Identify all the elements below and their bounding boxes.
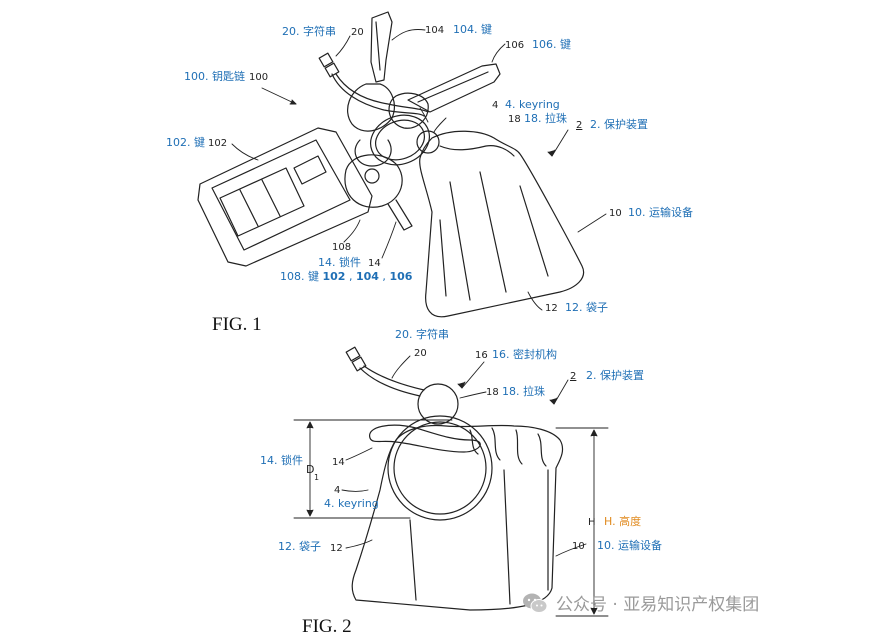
- ref-106: 106: [505, 40, 525, 51]
- ref-4-fig2: 4: [334, 485, 341, 496]
- lock-14-fig2: [369, 424, 481, 453]
- label-carrier-10-fig2: 10. 运输设备: [597, 539, 662, 552]
- ref-10: 10: [609, 208, 622, 219]
- ref-18-fig2: 18: [486, 387, 499, 398]
- ref-2-fig2: 2: [570, 371, 577, 382]
- label-seal-16-fig2: 16. 密封机构: [492, 348, 557, 361]
- ref-104: 104: [425, 25, 445, 36]
- dimension-d-label: D: [306, 463, 315, 476]
- label-carrier-10: 10. 运输设备: [628, 206, 693, 219]
- label-height-h: H. 高度: [604, 515, 642, 528]
- ref-14: 14: [368, 258, 381, 269]
- fig2-title: FIG. 2: [302, 616, 352, 637]
- label-key-108-c: 106: [389, 270, 413, 283]
- ref-102: 102: [208, 138, 228, 149]
- dimension-h-label: H: [588, 517, 596, 528]
- ref-12-fig2: 12: [330, 543, 343, 554]
- ref-100: 100: [249, 72, 269, 83]
- label-lock-14: 14. 锁件: [318, 256, 361, 269]
- ref-12: 12: [545, 303, 558, 314]
- pull-bead-18: [416, 130, 440, 154]
- string-20: [318, 52, 429, 117]
- watermark-text: 公众号 · 亚易知识产权集团: [556, 595, 760, 615]
- fig1-drawing: [197, 11, 607, 318]
- keyring-4-fig2: [387, 415, 493, 521]
- label-pull-bead-18: 18. 拉珠: [524, 112, 567, 125]
- label-keyring-4: 4. keyring: [505, 98, 560, 111]
- key-108: [344, 154, 413, 231]
- label-key-108: 108. 键 102 , 104 , 106: [280, 270, 412, 283]
- label-pull-bead-18-fig2: 18. 拉珠: [502, 385, 545, 398]
- bag-fig1: [419, 130, 585, 318]
- ref-10-fig2: 10: [572, 541, 585, 552]
- pull-bead-18-fig2: [417, 383, 459, 425]
- dimension-d1: [293, 419, 453, 519]
- ref-108: 108: [332, 242, 352, 253]
- wechat-icon: [523, 593, 548, 613]
- label-keychain-100: 100. 钥匙链: [184, 70, 245, 83]
- ref-2: 2: [576, 120, 583, 131]
- label-key-104: 104. 键: [453, 23, 492, 36]
- label-key-108-b: 104: [355, 270, 379, 283]
- label-key-108-prefix: 108. 键: [280, 270, 323, 283]
- dimension-d-subscript: 1: [314, 473, 320, 482]
- label-string-20-fig2: 20. 字符串: [395, 328, 449, 341]
- watermark: 公众号 · 亚易知识产权集团: [522, 590, 759, 615]
- label-key-106: 106. 键: [532, 38, 571, 51]
- label-bag-12: 12. 袋子: [565, 301, 608, 314]
- bag-fig2: [351, 424, 564, 611]
- fig1-leaders: [231, 29, 607, 311]
- label-string-20: 20. 字符串: [282, 25, 336, 38]
- label-key-108-sep1: ,: [345, 270, 356, 283]
- ref-20: 20: [351, 27, 364, 38]
- label-key-108-a: 102: [322, 270, 346, 283]
- fig1-title: FIG. 1: [212, 314, 262, 335]
- ref-16-fig2: 16: [475, 350, 488, 361]
- dimension-h: [555, 427, 609, 617]
- key-fob-102: [197, 127, 373, 267]
- label-protector-2-fig2: 2. 保护装置: [586, 369, 644, 382]
- ref-14-fig2: 14: [332, 457, 345, 468]
- fig2-drawing: [293, 346, 609, 617]
- label-keyring-4-fig2: 4. keyring: [324, 497, 379, 510]
- ref-4: 4: [492, 100, 499, 111]
- ref-20-fig2: 20: [414, 348, 427, 359]
- label-lock-14-fig2: 14. 锁件: [260, 454, 303, 467]
- ref-18: 18: [508, 114, 521, 125]
- label-key-108-sep2: ,: [378, 270, 390, 283]
- label-key-102: 102. 键: [166, 136, 205, 149]
- string-20-fig2: [345, 346, 425, 397]
- key-106: [388, 63, 501, 129]
- fig2-leaders: [341, 355, 587, 557]
- label-bag-12-fig2: 12. 袋子: [278, 540, 321, 553]
- label-protector-2: 2. 保护装置: [590, 118, 648, 131]
